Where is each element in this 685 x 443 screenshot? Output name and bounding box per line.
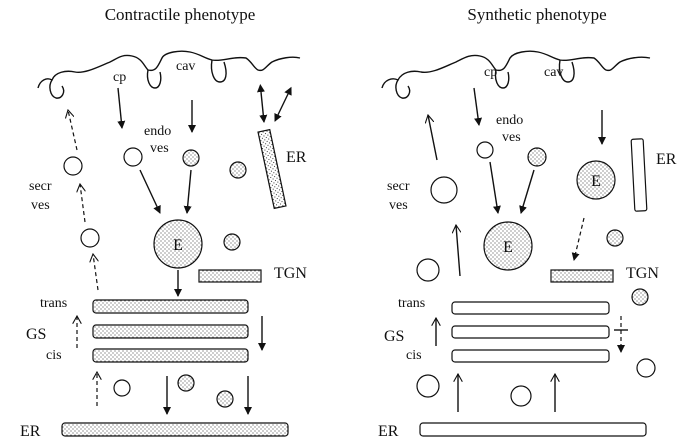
label-endo-right: endo [496, 113, 523, 128]
arrow-cp-down [117, 87, 126, 129]
golgi-medial-cisterna [92, 324, 249, 339]
vesicle-cp [123, 147, 143, 167]
label-secr: secr [29, 179, 52, 194]
arrow-to-endosome-1 [139, 169, 161, 214]
vesicle-bottom-right-1 [416, 374, 440, 398]
label-er-top-right: ER [656, 151, 677, 168]
label-gs-right: GS [384, 328, 404, 345]
label-endo-ves: ves [150, 141, 169, 156]
endosome-right [483, 221, 533, 271]
label-endosome-small-e: E [591, 173, 601, 190]
arrow-cp-down-right [473, 87, 483, 126]
caveola-2 [146, 69, 162, 89]
arrow-secr-out-right [428, 115, 438, 161]
er-bottom [61, 422, 289, 437]
vesicle-endo-right [527, 147, 547, 167]
panel-title-contractile: Contractile phenotype [105, 5, 256, 24]
tgn-right [550, 269, 614, 283]
arrow-secr-2 [80, 184, 86, 223]
caveola-right-3 [558, 59, 575, 83]
caveola-3 [210, 59, 227, 83]
vesicle-right-tgn [606, 229, 624, 247]
label-cp-right: cp [484, 65, 497, 80]
caveola-right-2 [494, 69, 510, 89]
secretory-vesicle-right [430, 176, 458, 204]
label-gs: GS [26, 326, 46, 343]
arrow-to-endosome-right-2 [519, 169, 535, 214]
golgi-trans-cisterna [92, 299, 249, 314]
golgi-cis-cisterna-right [451, 349, 610, 363]
label-secr-ves-right: ves [389, 198, 408, 213]
vesicle-bottom-2 [177, 374, 195, 392]
label-cav: cav [176, 59, 195, 74]
vesicle-right-left [416, 258, 440, 282]
label-endosome-e: E [173, 237, 183, 254]
label-er-top: ER [286, 149, 307, 166]
panel-title-synthetic: Synthetic phenotype [467, 5, 606, 24]
plasma-membrane-right [381, 50, 651, 89]
secretory-vesicle-1 [63, 156, 83, 176]
vesicle-bottom-1 [113, 379, 131, 397]
label-tgn: TGN [274, 265, 307, 282]
label-trans-right: trans [398, 296, 425, 311]
label-tgn-right: TGN [626, 265, 659, 282]
label-cp: cp [113, 70, 126, 85]
vesicle-cp-right [476, 141, 494, 159]
caveola-1 [49, 79, 65, 99]
arrow-endosome-to-tgn-right [571, 217, 585, 261]
secretory-vesicle-2 [80, 228, 100, 248]
endosome-small [576, 160, 616, 200]
label-secr-ves: ves [31, 198, 50, 213]
label-er-bottom: ER [20, 423, 41, 440]
vesicle-right-mid [631, 288, 649, 306]
vesicle-right-2 [223, 233, 241, 251]
er-tube-top [257, 128, 287, 210]
arrow-er-exchange-2 [274, 86, 292, 122]
vesicle-bottom-right-2 [510, 385, 532, 407]
vesicle-right-lower [636, 358, 656, 378]
label-cis-right: cis [406, 348, 422, 363]
er-tube-top-right [630, 138, 648, 212]
arrow-secr-3 [93, 254, 99, 291]
label-secr-right: secr [387, 179, 410, 194]
arrow-to-endosome-2 [183, 169, 192, 214]
panel-contractile: Contractile phenotype cp cav endo ves ER… [20, 5, 307, 440]
vesicle-bottom-3 [216, 390, 234, 408]
er-bottom-right [419, 422, 647, 437]
label-trans: trans [40, 296, 67, 311]
arrow-er-exchange-1 [257, 84, 268, 123]
arrow-to-endosome-right-1 [489, 161, 501, 214]
endosome [153, 219, 203, 269]
golgi-medial-cisterna-right [451, 325, 610, 339]
label-endo: endo [144, 124, 171, 139]
caveola-right-1 [395, 79, 411, 99]
panel-synthetic: Synthetic phenotype cp cav endo ves ER s… [378, 5, 677, 440]
tgn [198, 269, 262, 283]
plasma-membrane [37, 50, 301, 89]
label-endo-ves-right: ves [502, 130, 521, 145]
arrow-secr-up-right [456, 225, 460, 277]
label-er-bottom-right: ER [378, 423, 399, 440]
vesicle-endo [182, 149, 200, 167]
label-cis: cis [46, 348, 62, 363]
vesicle-right-1 [229, 161, 247, 179]
label-cav-right: cav [544, 65, 563, 80]
golgi-trans-cisterna-right [451, 301, 610, 315]
label-endosome-right-e: E [503, 239, 513, 256]
golgi-cis-cisterna [92, 348, 249, 363]
arrow-secr-1 [68, 110, 78, 151]
